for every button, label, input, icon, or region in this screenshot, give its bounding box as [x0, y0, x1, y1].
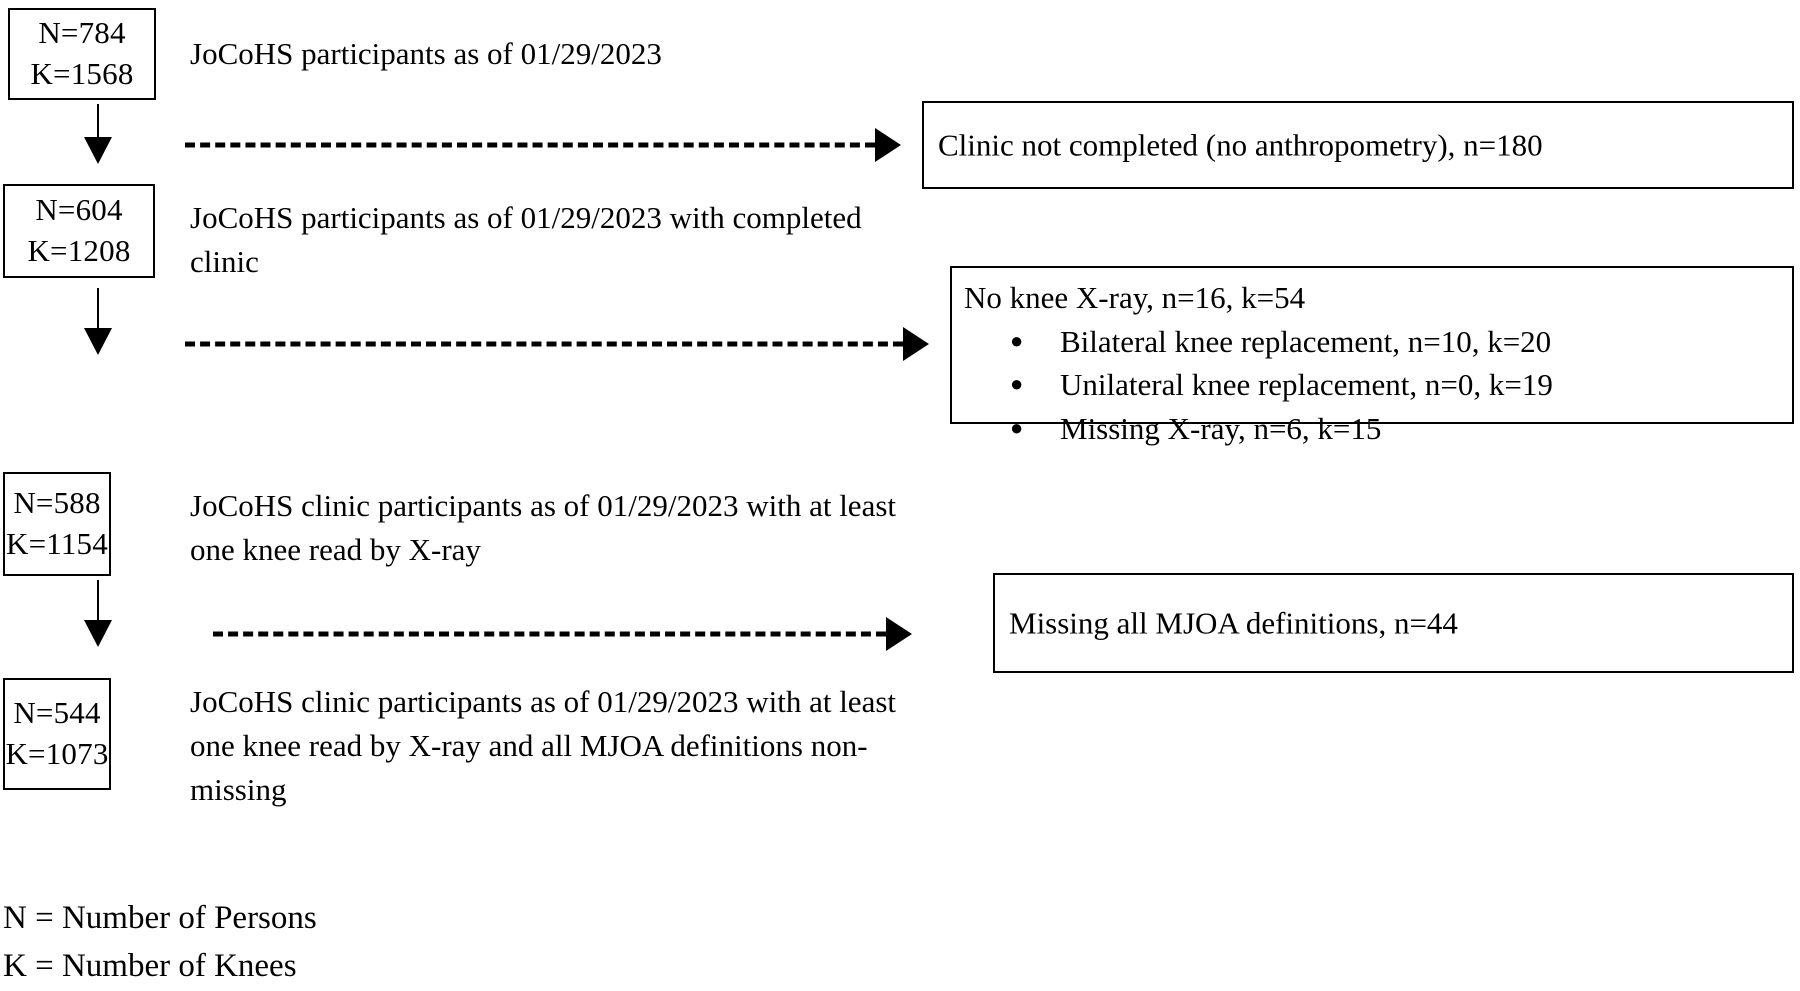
exclusion-arrow-3-head — [886, 617, 912, 651]
list-item: ● Unilateral knee replacement, n=0, k=19 — [1010, 363, 1553, 406]
count-box-2: N=604 K=1208 — [3, 184, 155, 278]
count-box-4-knees: K=1073 — [5, 736, 109, 771]
exclusion-box-1-heading: Clinic not completed (no anthropometry),… — [938, 127, 1543, 163]
count-box-4-description: JoCoHS clinic participants as of 01/29/2… — [190, 684, 897, 808]
count-box-3-persons: N=588 — [13, 485, 101, 521]
connector-arrowhead-2 — [84, 328, 112, 355]
bullet-icon: ● — [1010, 371, 1024, 397]
exclusion-arrow-1-line — [185, 142, 875, 148]
count-box-4: N=544 K=1073 — [3, 678, 111, 790]
list-item-label: Missing X-ray, n=6, k=15 — [1060, 410, 1382, 446]
count-box-1-description: JoCoHS participants as of 01/29/2023 — [190, 36, 662, 71]
count-box-3: N=588 K=1154 — [3, 472, 111, 576]
exclusion-arrow-3-line — [213, 631, 886, 637]
count-box-2-knees: K=1208 — [27, 233, 131, 268]
exclusion-arrow-2-head — [903, 327, 929, 361]
connector-arrowhead-1 — [84, 137, 112, 164]
exclusion-box-1: Clinic not completed (no anthropometry),… — [922, 101, 1794, 189]
list-item: ● Missing X-ray, n=6, k=15 — [1010, 407, 1553, 450]
connector-line-2 — [97, 288, 99, 330]
list-item-label: Bilateral knee replacement, n=10, k=20 — [1060, 324, 1552, 359]
connector-line-3 — [97, 580, 99, 622]
exclusion-box-3: Missing all MJOA definitions, n=44 — [993, 573, 1794, 673]
exclusion-box-2: No knee X-ray, n=16, k=54 ● Bilateral kn… — [950, 266, 1794, 446]
count-box-3-knees: K=1154 — [6, 526, 108, 561]
connector-line-1 — [97, 104, 99, 140]
count-box-3-description: JoCoHS clinic participants as of 01/29/2… — [190, 488, 897, 568]
list-item-label: Unilateral knee replacement, n=0, k=19 — [1060, 367, 1553, 403]
exclusion-box-3-heading: Missing all MJOA definitions, n=44 — [1009, 605, 1458, 641]
count-box-1: N=784 K=1568 — [8, 8, 156, 100]
connector-arrowhead-3 — [84, 620, 112, 647]
bullet-icon: ● — [1010, 414, 1024, 440]
count-box-1-knees: K=1568 — [30, 56, 134, 91]
legend: N = Number of Persons K = Number of Knee… — [3, 900, 317, 984]
exclusion-arrow-1-head — [875, 128, 901, 162]
exclusion-arrow-2-line — [185, 341, 903, 347]
exclusion-box-2-heading: No knee X-ray, n=16, k=54 — [964, 280, 1306, 315]
bullet-icon: ● — [1010, 328, 1024, 353]
count-box-1-persons: N=784 — [38, 15, 126, 51]
list-item: ● Bilateral knee replacement, n=10, k=20 — [1010, 320, 1553, 363]
count-box-2-description: JoCoHS participants as of 01/29/2023 wit… — [190, 200, 862, 280]
exclusion-box-2-list: ● Bilateral knee replacement, n=10, k=20… — [1010, 320, 1553, 450]
count-box-4-persons: N=544 — [13, 695, 101, 731]
count-box-2-persons: N=604 — [35, 192, 123, 228]
